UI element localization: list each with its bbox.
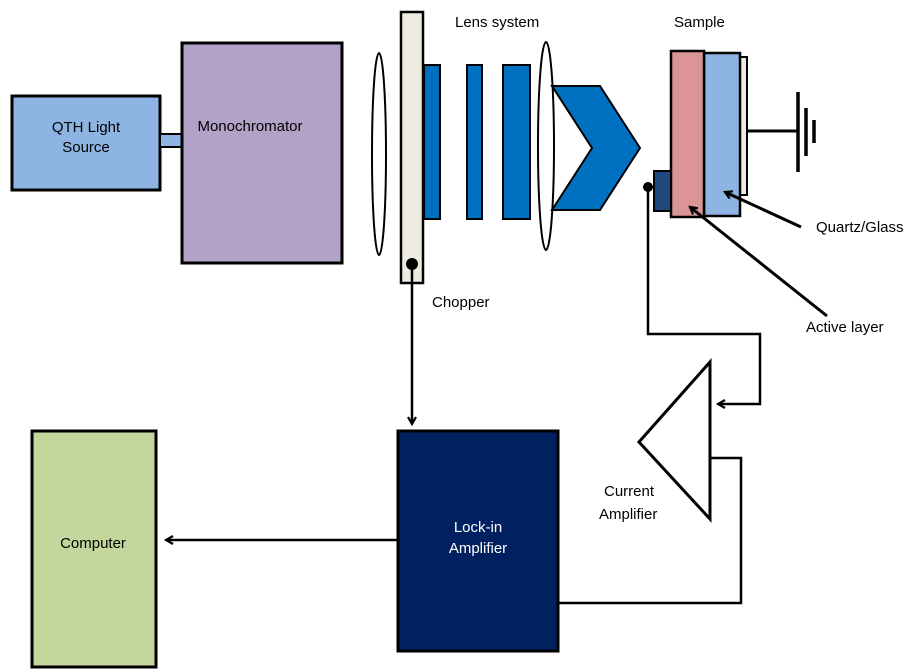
quartz-glass-label: Quartz/Glass xyxy=(816,219,904,236)
lens-element-2 xyxy=(466,64,483,220)
lens-element-4 xyxy=(537,41,555,251)
lens-element-3 xyxy=(502,64,531,220)
qth-label-line1: QTH Light xyxy=(52,119,121,136)
chopper xyxy=(399,10,425,285)
active-layer xyxy=(669,49,706,219)
quartz-glass-layer xyxy=(702,51,742,218)
detector-signal-wire xyxy=(646,187,762,404)
qth-label-line2: Source xyxy=(62,139,110,156)
current-amp-label-line2: Amplifier xyxy=(599,506,657,523)
source-connector xyxy=(159,133,183,148)
lockin-label-line1: Lock-in xyxy=(454,519,502,536)
current-amplifier xyxy=(636,358,712,523)
first-lens xyxy=(371,52,387,256)
chopper-pivot xyxy=(406,258,418,270)
ground-icon xyxy=(747,92,816,172)
focusing-prism xyxy=(550,85,642,211)
lens-element-1 xyxy=(423,64,441,220)
sample xyxy=(653,49,748,219)
current-amp-label-line1: Current xyxy=(604,483,655,500)
detector-contact xyxy=(653,170,672,212)
qth-light-source: QTH Light Source xyxy=(10,94,162,192)
amplifier-output-wire xyxy=(558,456,743,605)
sample-label: Sample xyxy=(674,14,725,31)
computer-label: Computer xyxy=(60,535,126,552)
monochromator: Monochromator xyxy=(180,41,344,265)
chopper-label: Chopper xyxy=(432,294,490,311)
lock-in-amplifier: Lock-in Amplifier xyxy=(396,429,560,653)
active-layer-label: Active layer xyxy=(806,319,884,336)
active-layer-pointer xyxy=(690,207,828,318)
quartz-glass-pointer xyxy=(725,192,802,229)
computer: Computer xyxy=(30,429,158,669)
lens-system-label: Lens system xyxy=(455,14,539,31)
monochromator-label: Monochromator xyxy=(197,118,302,135)
lens-system xyxy=(423,41,642,251)
lockin-label-line2: Amplifier xyxy=(449,540,507,557)
